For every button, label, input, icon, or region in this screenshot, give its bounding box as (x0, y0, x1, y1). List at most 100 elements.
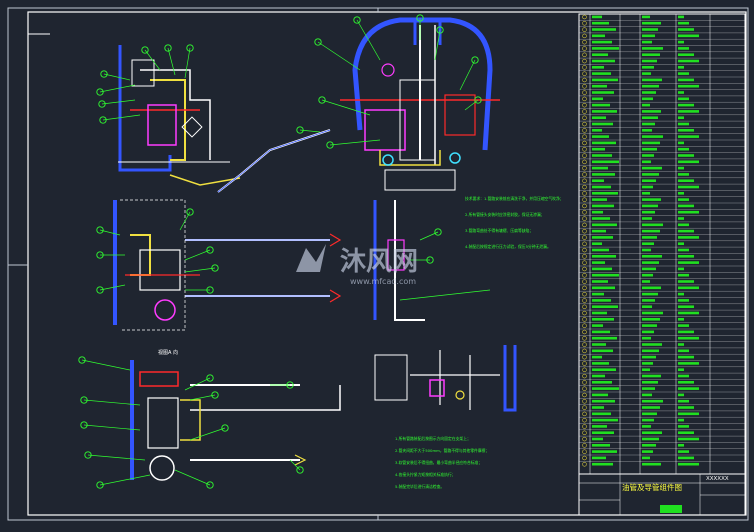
part-balloon (206, 246, 214, 254)
table-cell-mark (592, 450, 617, 453)
table-cell-mark (592, 444, 610, 447)
table-index-balloon (582, 14, 587, 20)
table-cell-mark (642, 135, 663, 138)
table-cell-mark (678, 267, 684, 271)
table-index-balloon (582, 405, 587, 410)
part-balloon (100, 70, 108, 78)
table-cell-mark (642, 217, 652, 220)
table-cell-mark (592, 349, 613, 353)
table-index-balloon (582, 298, 587, 303)
table-cell-mark (678, 387, 699, 390)
bracket-mid (120, 199, 186, 331)
table-index-balloon (582, 254, 587, 259)
leader-line (189, 394, 216, 401)
part-balloon (96, 251, 104, 259)
table-cell-mark (592, 59, 615, 63)
table-cell-mark (592, 66, 604, 69)
table-index-balloon (582, 210, 587, 215)
table-index-balloon (582, 455, 587, 461)
table-cell-mark (642, 431, 662, 434)
table-cell-mark (678, 173, 689, 176)
table-cell-mark (678, 192, 684, 195)
view-side-elevation (118, 45, 331, 193)
cyan-fitting (449, 152, 461, 164)
yellow-bend-bottom (180, 399, 201, 441)
table-cell-mark (592, 110, 617, 113)
table-cell-mark (642, 47, 663, 50)
parts-list-table (578, 13, 746, 475)
table-cell-mark (592, 179, 604, 182)
leader-line (329, 139, 381, 146)
table-cell-mark (592, 336, 617, 340)
table-index-balloon (582, 228, 587, 234)
table-cell-mark (678, 103, 694, 107)
table-cell-mark (678, 418, 684, 422)
part-balloon (471, 56, 479, 64)
table-cell-mark (678, 97, 689, 101)
bottom-note-line: 2.管夹间距不大于500mm，管路不得与其他零件摩擦； (395, 448, 489, 453)
part-balloon (353, 16, 361, 24)
table-index-balloon (582, 65, 587, 70)
table-cell-mark (592, 305, 618, 308)
part-balloon (186, 208, 194, 216)
leader-line (103, 73, 131, 81)
table-cell-mark (592, 53, 608, 56)
table-cell-mark (592, 324, 603, 327)
table-cell-mark (678, 462, 699, 466)
table-cell-mark (642, 450, 653, 453)
schematic-box-left (374, 354, 408, 401)
table-index-balloon (582, 52, 587, 58)
table-index-balloon (582, 279, 587, 284)
table-index-balloon (582, 134, 587, 139)
table-cell-mark (592, 147, 605, 151)
table-cell-mark (678, 362, 699, 365)
watermark: 沐风网 www.mfcad.com (296, 244, 418, 286)
table-cell-mark (642, 437, 659, 441)
leader-line (99, 84, 136, 93)
table-cell-mark (592, 129, 602, 132)
table-index-balloon (582, 46, 587, 51)
table-cell-mark (678, 53, 694, 56)
leader-line (321, 99, 371, 116)
table-cell-mark (678, 444, 684, 447)
table-cell-mark (678, 110, 699, 113)
blue-drop (413, 20, 442, 45)
table-cell-mark (592, 456, 606, 460)
table-index-balloon (582, 21, 587, 26)
table-cell-mark (642, 28, 658, 31)
table-cell-mark (642, 129, 652, 132)
technical-notes: 技术要求：1.管路安装前应清洗干净，并用压缩空气吹净；2.所有管接头安装时应涂密… (465, 196, 564, 249)
hose-inner (217, 129, 331, 193)
table-cell-mark (642, 166, 662, 170)
table-index-balloon (582, 310, 587, 316)
table-cell-mark (592, 116, 606, 119)
inner-frame (27, 11, 747, 516)
table-cell-mark (592, 311, 607, 315)
part-balloon (436, 26, 444, 34)
table-cell-mark (642, 418, 654, 422)
bottom-note-line: 4.各接头拧紧力矩按相关标准执行； (395, 472, 456, 477)
table-index-balloon (582, 147, 587, 152)
leader-diag (399, 289, 491, 301)
leader-line (144, 49, 161, 71)
table-index-balloon (582, 430, 587, 436)
table-cell-mark (678, 280, 694, 283)
table-cell-mark (642, 406, 660, 409)
table-cell-mark (592, 34, 605, 38)
leader-line (184, 377, 211, 391)
table-cell-mark (678, 248, 689, 252)
table-cell-mark (642, 324, 657, 327)
table-cell-mark (678, 412, 699, 416)
table-cell-mark (592, 318, 614, 321)
table-cell-mark (678, 166, 684, 170)
part-balloon (78, 356, 86, 364)
table-cell-mark (642, 374, 661, 378)
table-index-balloon (582, 392, 587, 398)
table-cell-mark (592, 280, 608, 283)
table-cell-mark (592, 431, 614, 434)
table-cell-mark (678, 318, 684, 321)
table-cell-mark (592, 84, 607, 88)
leader-line (83, 424, 141, 431)
table-index-balloon (582, 90, 587, 95)
